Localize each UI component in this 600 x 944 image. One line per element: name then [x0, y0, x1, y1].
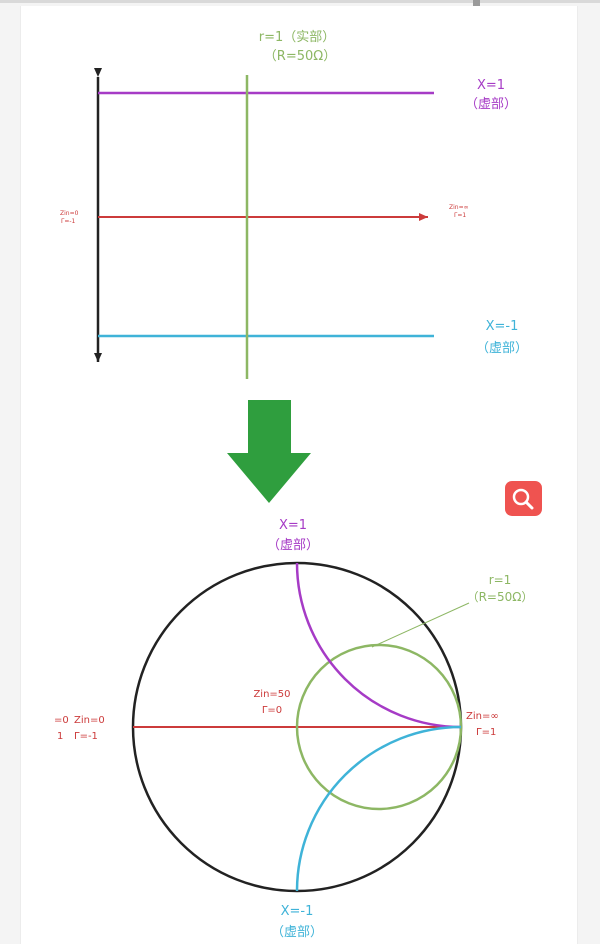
- smith-x-pos-label: X=1: [279, 518, 307, 533]
- x-pos-label: X=1: [477, 78, 505, 93]
- left-gamma-label: Γ=-1: [61, 218, 76, 225]
- transform-arrow: [227, 400, 311, 503]
- impedance-plane: r=1（实部） （R=50Ω） X=1 （虚部） X=-1 （虚部） Zin=0…: [60, 30, 528, 379]
- smith-r-sub-label: （R=50Ω）: [467, 590, 534, 604]
- x-pos-arc: [295, 562, 462, 729]
- right-gamma-label: Γ=1: [454, 212, 466, 219]
- magnifier-icon: [512, 488, 534, 510]
- zoom-button[interactable]: [505, 481, 542, 516]
- top-border: [0, 0, 600, 3]
- smith-x-neg-sub-label: （虚部）: [271, 925, 323, 940]
- smith-chart: X=1 （虚部） r=1 （R=50Ω） Zin=50 Γ=0 Zin=0 Γ=…: [54, 518, 533, 940]
- r-label-leader: [371, 602, 470, 648]
- smith-x-pos-sub-label: （虚部）: [267, 538, 319, 553]
- left-edge-top-text: =0: [54, 715, 69, 726]
- center-zin-label: Zin=50: [253, 689, 290, 700]
- x-neg-arc: [295, 725, 462, 892]
- left-zin-label: Zin=0: [74, 715, 105, 726]
- x-neg-sub-label: （虚部）: [476, 341, 528, 356]
- right-zin-label: Zin=∞: [466, 711, 499, 722]
- left-zin-label: Zin=0: [60, 210, 79, 217]
- r-label: r=1（实部）: [259, 30, 336, 45]
- left-gamma-label: Γ=-1: [74, 731, 98, 742]
- content-card: [20, 6, 578, 944]
- r-sub-label: （R=50Ω）: [264, 49, 336, 64]
- left-edge-bottom-text: 1: [57, 731, 63, 742]
- right-zin-label: Zin=∞: [449, 204, 469, 211]
- scroll-handle[interactable]: [473, 0, 480, 7]
- x-pos-sub-label: （虚部）: [465, 97, 517, 112]
- right-gamma-label: Γ=1: [476, 727, 496, 738]
- center-gamma-label: Γ=0: [262, 705, 282, 716]
- smith-r-label: r=1: [489, 573, 512, 587]
- smith-x-neg-label: X=-1: [281, 904, 314, 919]
- x-neg-label: X=-1: [486, 319, 519, 334]
